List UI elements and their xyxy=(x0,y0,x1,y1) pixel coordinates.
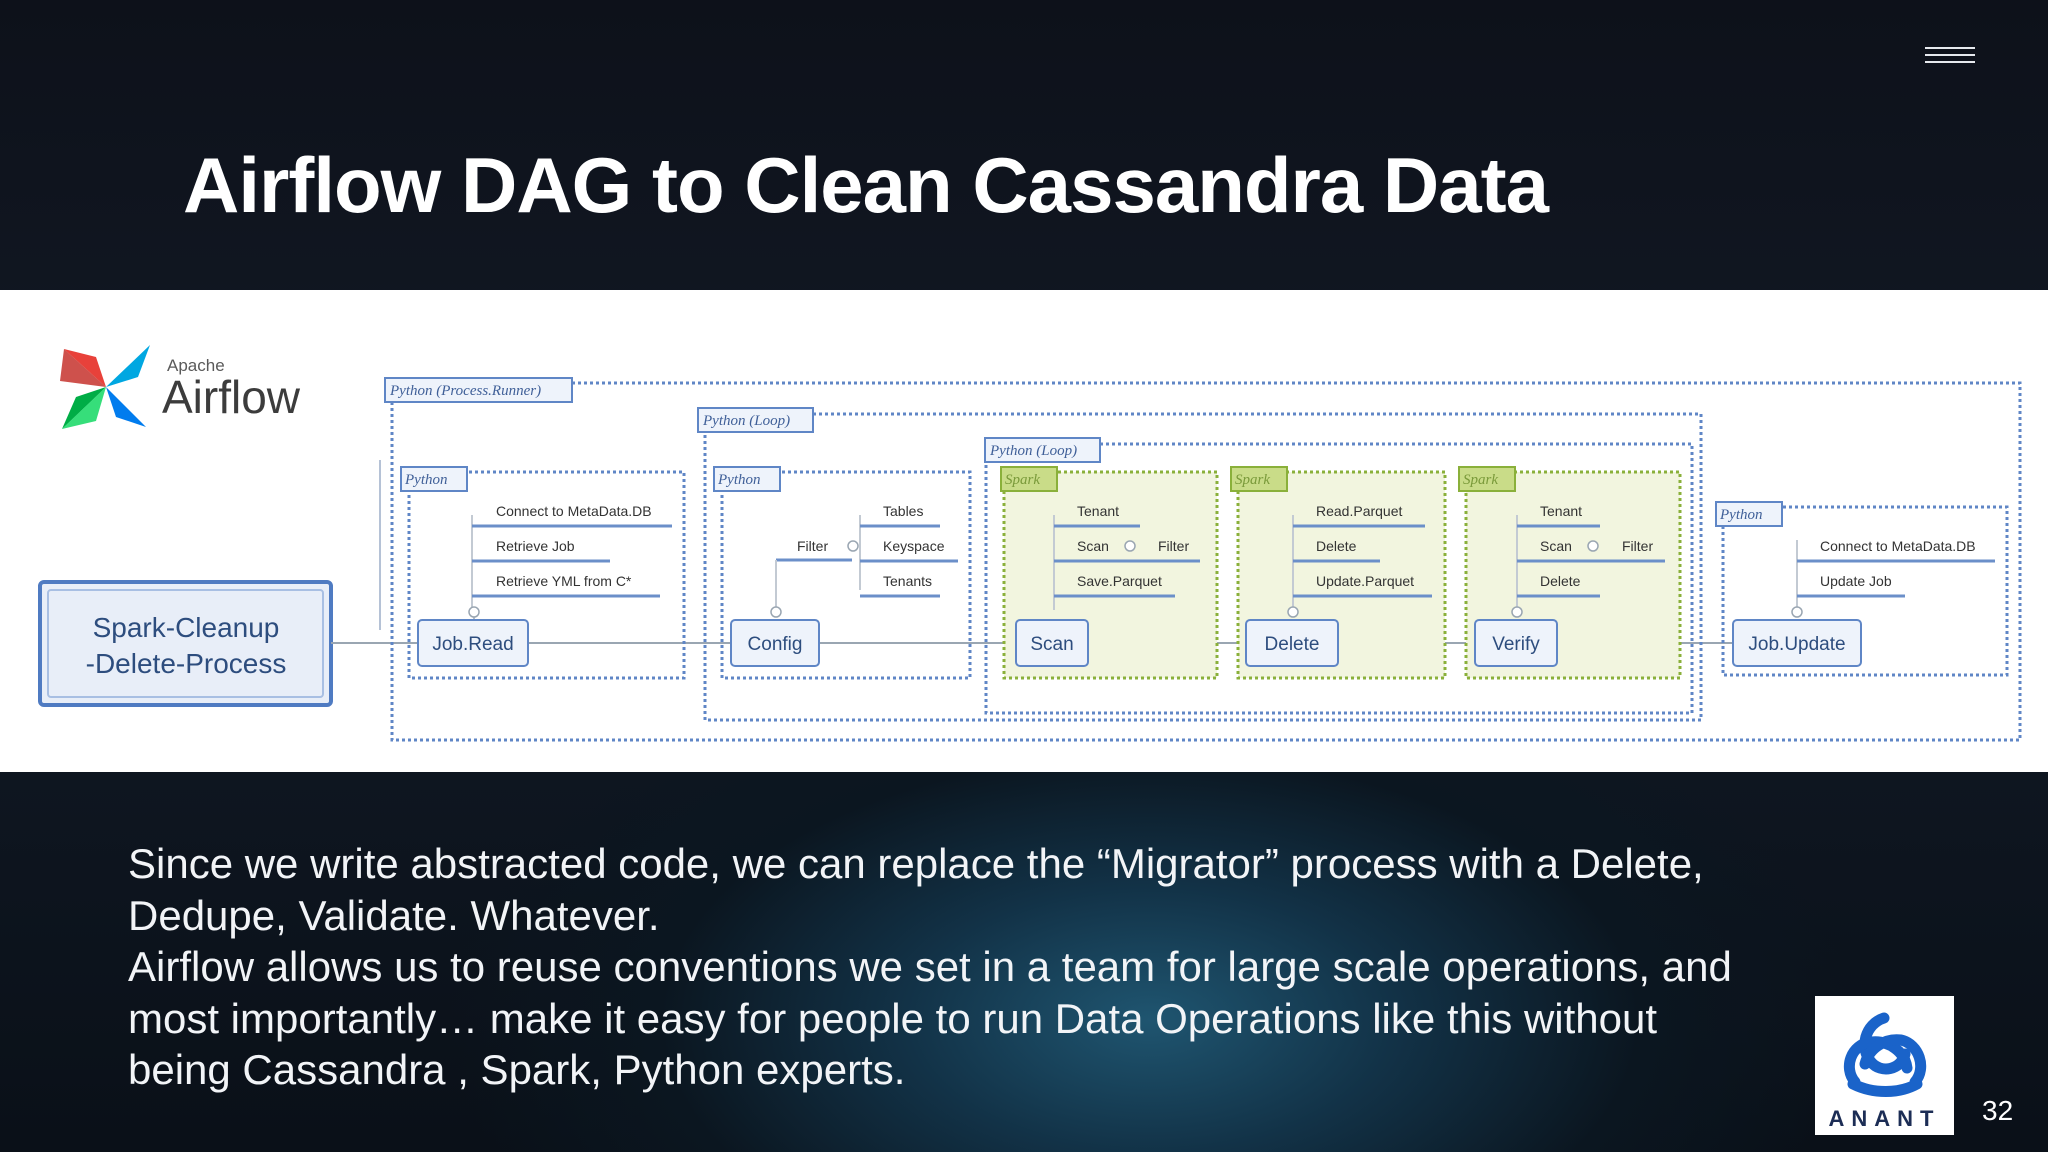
body-paragraph-1: Since we write abstracted code, we can r… xyxy=(128,840,1704,939)
stage-config-item1: Tables xyxy=(883,503,923,519)
stage-job-read-node: Job.Read xyxy=(432,634,513,655)
stage-config-node: Config xyxy=(748,634,803,655)
stage-job-read-item1: Connect to MetaData.DB xyxy=(496,503,652,519)
stage-verify-item1: Tenant xyxy=(1540,503,1582,519)
start-node-line1: Spark-Cleanup xyxy=(93,612,280,643)
stage-config-filter: Filter xyxy=(797,538,828,554)
stage-scan-node: Scan xyxy=(1030,634,1073,655)
airflow-logo-small: Apache xyxy=(167,356,225,375)
stage-scan: Spark Tenant Scan Filter Save.Parquet Sc… xyxy=(1000,466,1219,680)
stage-job-read-tag: Python xyxy=(404,472,448,488)
group-loop2 xyxy=(984,442,1694,715)
page-number: 32 xyxy=(1982,1095,2014,1126)
stage-verify-item2: Scan xyxy=(1540,538,1572,554)
stage-job-update-tag: Python xyxy=(1719,507,1763,523)
group-loop2-tag: Python (Loop) xyxy=(989,443,1077,459)
stage-delete-node: Delete xyxy=(1265,634,1320,655)
group-loop1 xyxy=(703,412,1703,722)
stage-job-update: Python Connect to MetaData.DB Update Job… xyxy=(1715,501,2009,677)
group-outer-tag: Python (Process.Runner) xyxy=(389,383,541,399)
stage-delete-item2: Delete xyxy=(1316,538,1357,554)
airflow-logo: Apache Airflow xyxy=(60,345,301,429)
stage-scan-filter: Filter xyxy=(1158,538,1189,554)
stage-verify-filter: Filter xyxy=(1622,538,1653,554)
airflow-logo-big: Airflow xyxy=(162,371,301,423)
group-loop1-tag-box xyxy=(697,407,814,433)
group-loop1-tag: Python (Loop) xyxy=(702,413,790,429)
anant-logo-text: ANANT xyxy=(1828,1106,1941,1131)
airflow-pinwheel-icon xyxy=(60,345,150,429)
anant-knot-icon xyxy=(1844,1012,1927,1097)
stage-verify-node: Verify xyxy=(1492,634,1540,655)
stage-job-read: Python Connect to MetaData.DB Retrieve J… xyxy=(400,466,686,680)
stage-job-update-item1: Connect to MetaData.DB xyxy=(1820,538,1976,554)
stage-verify-item3: Delete xyxy=(1540,573,1581,589)
group-loop2-tag-box xyxy=(984,437,1101,463)
stage-config-tag: Python xyxy=(717,472,761,488)
stage-job-read-item2: Retrieve Job xyxy=(496,538,575,554)
stage-scan-item3: Save.Parquet xyxy=(1077,573,1162,589)
stage-scan-item1: Tenant xyxy=(1077,503,1119,519)
group-outer xyxy=(390,381,2022,742)
airflow-dag-diagram: Apache Airflow Spark-Cleanup -Delete-Pro… xyxy=(38,345,2022,742)
stage-verify-tag: Spark xyxy=(1463,472,1498,488)
start-node: Spark-Cleanup -Delete-Process xyxy=(38,580,333,707)
stage-verify: Spark Tenant Scan Filter Delete Verify xyxy=(1458,466,1682,680)
stage-config: Python Filter Tables Keyspace Tenants Co… xyxy=(713,466,972,680)
stage-scan-tag: Spark xyxy=(1005,472,1040,488)
stage-delete: Spark Read.Parquet Delete Update.Parquet… xyxy=(1230,466,1447,680)
stage-config-item2: Keyspace xyxy=(883,538,945,554)
hamburger-menu-icon[interactable] xyxy=(1925,47,1975,63)
stage-job-update-node: Job.Update xyxy=(1748,634,1845,655)
stage-job-read-item3: Retrieve YML from C* xyxy=(496,573,632,589)
anant-logo: ANANT xyxy=(1815,996,1954,1135)
body-paragraph-2: Airflow allows us to reuse conventions w… xyxy=(128,943,1732,1093)
slide-body-text: Since we write abstracted code, we can r… xyxy=(128,838,1748,1096)
slide-title: Airflow DAG to Clean Cassandra Data xyxy=(183,141,1549,229)
stage-job-update-item2: Update Job xyxy=(1820,573,1892,589)
group-outer-tag-box xyxy=(384,377,573,403)
diagram-panel: Apache Airflow Spark-Cleanup -Delete-Pro… xyxy=(0,290,2048,772)
stage-delete-tag: Spark xyxy=(1235,472,1270,488)
stage-scan-item2: Scan xyxy=(1077,538,1109,554)
stage-config-item3: Tenants xyxy=(883,573,932,589)
stage-delete-item3: Update.Parquet xyxy=(1316,573,1414,589)
stage-delete-item1: Read.Parquet xyxy=(1316,503,1403,519)
start-node-line2: -Delete-Process xyxy=(86,648,287,679)
